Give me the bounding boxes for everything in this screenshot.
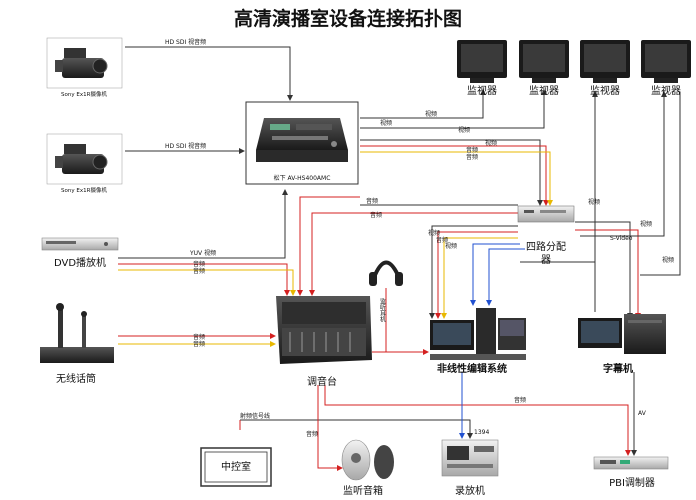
label-av: AV bbox=[638, 410, 647, 417]
character-generator-label: 字幕机 bbox=[603, 362, 633, 375]
label-audio-a: 音频 bbox=[466, 146, 478, 154]
monitor-3: 监视器 bbox=[580, 40, 630, 97]
label-hd-sdi-2: HD SDI 视音频 bbox=[165, 142, 206, 150]
label-video-far: 视频 bbox=[662, 256, 674, 264]
label-mic-audio-2: 音频 bbox=[193, 340, 205, 348]
label-dist-audio-2: 音频 bbox=[436, 236, 448, 244]
monitor-3-label: 监视器 bbox=[590, 84, 620, 97]
vcr-icon bbox=[441, 439, 499, 477]
pbi-modulator: PBI调制器 bbox=[593, 456, 669, 489]
monitor-4-label: 监视器 bbox=[651, 84, 681, 97]
distributor-label-2: 器 bbox=[541, 254, 551, 266]
label-audio-b: 音频 bbox=[466, 153, 478, 161]
label-dvd-audio-2: 音频 bbox=[193, 267, 205, 275]
monitor-headphones: 监听耳机 bbox=[369, 260, 403, 323]
label-video-a: 视频 bbox=[425, 110, 437, 118]
switcher-icon bbox=[256, 118, 348, 162]
monitor-1-label: 监视器 bbox=[467, 84, 497, 97]
character-generator-icon bbox=[578, 314, 666, 354]
label-1394: 1394 bbox=[474, 429, 489, 436]
dvd-player: DVD播放机 bbox=[41, 237, 119, 269]
label-dist-audio-1: 音频 bbox=[370, 211, 382, 219]
camera-1-label: Sony Ex1R摄像机 bbox=[61, 90, 107, 98]
nonlinear-editing-system: 非线性编辑系统 bbox=[430, 308, 526, 375]
label-rf-line: 射频信号线 bbox=[240, 412, 270, 420]
label-mixer-out-audio: 音频 bbox=[514, 396, 526, 404]
character-generator: 字幕机 bbox=[578, 314, 666, 375]
wireless-mic: 无线话筒 bbox=[40, 303, 114, 385]
recorder: 录放机 bbox=[441, 439, 499, 497]
speaker-icon bbox=[341, 439, 394, 481]
label-dist-video-1: 视频 bbox=[428, 229, 440, 237]
page-title: 高清演播室设备连接拓扑图 bbox=[234, 7, 462, 30]
audio-mixer: 调音台 bbox=[276, 296, 372, 388]
nle-icon bbox=[430, 308, 526, 360]
monitor-2-label: 监视器 bbox=[529, 84, 559, 97]
monitor-icon bbox=[580, 40, 630, 83]
recorder-label: 录放机 bbox=[455, 484, 485, 497]
label-svideo-video: 视频 bbox=[588, 198, 600, 206]
microphone-icon bbox=[40, 303, 114, 363]
control-room-label: 中控室 bbox=[221, 460, 251, 473]
mixer-label: 调音台 bbox=[307, 375, 337, 388]
label-video-e: 视频 bbox=[380, 119, 392, 127]
signal-labels: HD SDI 视音频 HD SDI 视音频 视频 视频 视频 音频 音频 音频 … bbox=[165, 38, 674, 438]
label-svideo: S-Video bbox=[610, 235, 633, 242]
label-audio-c: 音频 bbox=[366, 197, 378, 205]
label-video-d: 视频 bbox=[445, 242, 457, 250]
label-speaker-audio: 音频 bbox=[306, 430, 318, 438]
four-way-distributor: 四路分配 器 bbox=[517, 205, 575, 266]
mic-label: 无线话筒 bbox=[56, 372, 96, 385]
switcher-label: 松下 AV-HS400AMC bbox=[274, 174, 331, 182]
control-room: 中控室 bbox=[200, 447, 272, 487]
label-video-b: 视频 bbox=[458, 126, 470, 134]
camera-1: Sony Ex1R摄像机 bbox=[46, 37, 123, 98]
label-dvd-audio-1: 音频 bbox=[193, 260, 205, 268]
monitor-icon bbox=[457, 40, 507, 83]
camera-2: Sony Ex1R摄像机 bbox=[46, 133, 123, 194]
headphones-icon bbox=[369, 260, 403, 286]
speakers-label: 监听音箱 bbox=[343, 484, 383, 497]
distributor-label-1: 四路分配 bbox=[526, 240, 566, 253]
connections bbox=[118, 46, 681, 471]
modulator-icon bbox=[593, 456, 669, 470]
mixer-icon bbox=[276, 296, 372, 364]
label-hd-sdi-1: HD SDI 视音频 bbox=[165, 38, 206, 46]
label-mic-audio-1: 音频 bbox=[193, 333, 205, 341]
monitor-icon bbox=[519, 40, 569, 83]
monitor-2: 监视器 bbox=[519, 40, 569, 97]
label-yuv-video: YUV 视频 bbox=[189, 249, 216, 257]
monitor-speakers: 监听音箱 bbox=[341, 439, 394, 497]
headphone-label: 监听耳机 bbox=[379, 297, 386, 323]
dvd-icon bbox=[41, 237, 119, 251]
nle-label: 非线性编辑系统 bbox=[437, 362, 507, 375]
camera-2-label: Sony Ex1R摄像机 bbox=[61, 186, 107, 194]
label-video-right: 视频 bbox=[640, 220, 652, 228]
distributor-icon bbox=[517, 205, 575, 223]
video-switcher: 松下 AV-HS400AMC bbox=[245, 101, 359, 185]
camera-icon bbox=[55, 144, 108, 174]
monitor-4: 监视器 bbox=[641, 40, 691, 97]
camera-icon bbox=[55, 48, 108, 78]
label-video-c: 视频 bbox=[485, 139, 497, 147]
modulator-label: PBI调制器 bbox=[609, 476, 655, 489]
monitor-icon bbox=[641, 40, 691, 83]
dvd-label: DVD播放机 bbox=[54, 256, 106, 269]
monitor-1: 监视器 bbox=[457, 40, 507, 97]
